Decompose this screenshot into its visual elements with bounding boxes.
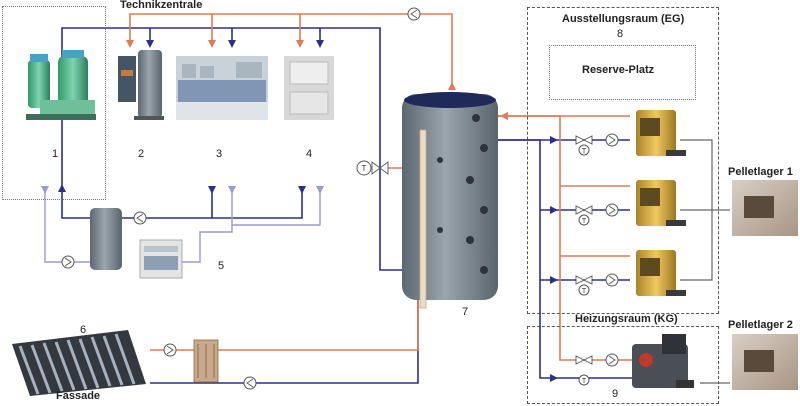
equipment-2-storage bbox=[118, 50, 164, 120]
pelletlager2-label: Pelletlager 2 bbox=[728, 319, 793, 331]
ausstellungsraum-zone bbox=[527, 7, 719, 314]
number-4: 4 bbox=[306, 148, 313, 160]
equipment-4-panels bbox=[284, 56, 334, 120]
svg-text:T: T bbox=[582, 218, 587, 225]
number-8: 8 bbox=[617, 28, 624, 40]
equipment-1-air-units bbox=[26, 50, 96, 120]
number-1: 1 bbox=[52, 148, 59, 160]
number-9: 9 bbox=[612, 388, 619, 400]
equipment-3-hvac bbox=[176, 56, 268, 120]
pellet-feed-lines bbox=[680, 139, 730, 384]
number-2: 2 bbox=[138, 148, 145, 160]
pellet-storage-photo-1 bbox=[732, 180, 798, 236]
pellet-boiler-2 bbox=[636, 180, 686, 226]
number-5: 5 bbox=[218, 260, 225, 272]
svg-text:T: T bbox=[362, 164, 367, 173]
heizungsraum-label: Heizungsraum (KG) bbox=[575, 313, 678, 325]
technikzentrale-zone bbox=[2, 6, 106, 200]
reserve-label: Reserve-Platz bbox=[582, 64, 655, 76]
ausstellungsraum-label: Ausstellungsraum (EG) bbox=[562, 13, 685, 25]
pellet-storage-photo-2 bbox=[732, 334, 798, 390]
svg-text:T: T bbox=[582, 288, 587, 295]
pump-icon bbox=[61, 7, 619, 390]
heizungsraum-zone bbox=[527, 326, 719, 404]
equipment-5-storage-unit bbox=[90, 208, 183, 279]
solar-collector bbox=[12, 330, 146, 396]
hot-pipes bbox=[129, 13, 640, 361]
reserve-zone bbox=[549, 45, 696, 100]
pellet-boiler-3 bbox=[636, 250, 686, 296]
heat-exchanger bbox=[193, 339, 219, 383]
thermometer-icon bbox=[356, 144, 590, 386]
arrow-icon bbox=[41, 186, 324, 194]
pellet-boiler-1 bbox=[636, 110, 686, 156]
svg-text:T: T bbox=[582, 378, 587, 385]
boiler-9 bbox=[632, 334, 694, 388]
main-storage-tank bbox=[402, 92, 498, 309]
pelletlager1-label: Pelletlager 1 bbox=[728, 166, 793, 178]
number-6: 6 bbox=[80, 324, 87, 336]
svg-text:T: T bbox=[582, 148, 587, 155]
number-7: 7 bbox=[462, 306, 469, 318]
number-3: 3 bbox=[216, 148, 223, 160]
arrow-icon bbox=[126, 40, 508, 120]
valve-icon bbox=[371, 135, 593, 365]
fassade-label: Fassade bbox=[56, 390, 101, 402]
technikzentrale-label: Technikzentrale bbox=[120, 0, 203, 11]
